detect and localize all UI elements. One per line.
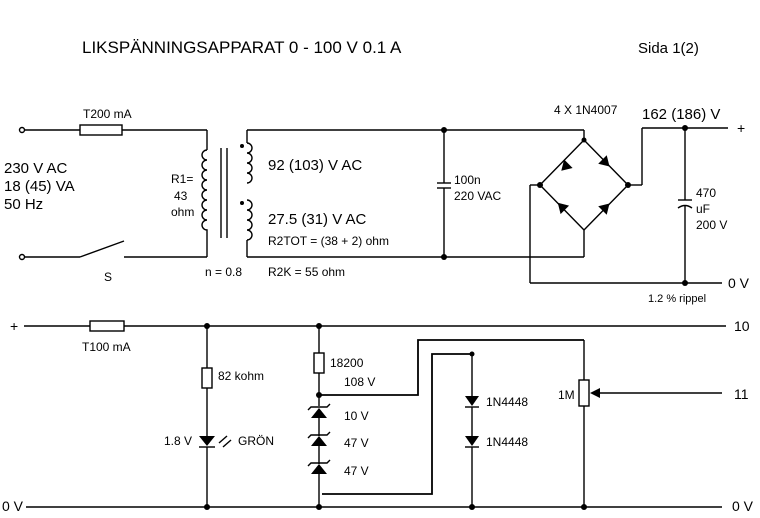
schematic-title: LIKSPÄNNINGSAPPARAT 0 - 100 V 0.1 A [82, 38, 402, 57]
r2k-label: R2K = 55 ohm [268, 265, 345, 279]
reg-plus-terminal: + [10, 318, 18, 334]
led-color-label: GRÖN [238, 434, 274, 448]
fuse-t100-label: T100 mA [82, 340, 131, 354]
cap-470uf-voltage: 200 V [696, 218, 727, 232]
input-frequency-label: 50 Hz [4, 196, 43, 213]
bridge-diode-3 [557, 202, 570, 215]
switch-s-symbol [79, 240, 125, 258]
diode-1n4448-a-symbol [465, 396, 479, 406]
winding-dot-lower [240, 201, 244, 205]
led-green-symbol [199, 436, 215, 446]
winding-dot-upper [240, 144, 244, 148]
led-light-ray-a [218, 435, 228, 444]
zener-10v-label: 10 V [344, 409, 369, 423]
secondary-voltage-lower: 27.5 (31) V AC [268, 211, 367, 228]
node-diode-top [469, 351, 475, 357]
pot-1m-label: 1M [558, 388, 575, 402]
r2tot-label: R2TOT = (38 + 2) ohm [268, 234, 389, 248]
dc-output-voltage: 162 (186) V [642, 106, 720, 123]
cap-470uf-plate-b [677, 204, 693, 209]
zener-47v-b-label: 47 V [344, 464, 369, 478]
fuse-t100-symbol [89, 320, 125, 332]
zener-47v-b-symbol [307, 459, 331, 474]
led-voltage-label: 1.8 V [164, 434, 192, 448]
node-bridge-ac-top [581, 137, 587, 143]
secondary-coil-upper [246, 142, 253, 184]
fuse-t200-label: T200 mA [83, 107, 132, 121]
reg-zero-left: 0 V [2, 498, 24, 514]
primary-coil [201, 149, 208, 236]
pin-11-label: 11 [734, 386, 749, 402]
cap-100n-voltage-label: 220 VAC [454, 189, 501, 203]
input-power-label: 18 (45) VA [4, 178, 75, 195]
mains-terminal-bottom [18, 253, 26, 261]
bridge-diode-2 [598, 155, 610, 167]
diode-1n4448-b-label: 1N4448 [486, 435, 528, 449]
reg-zero-right: 0 V [732, 498, 754, 514]
reference-wire-return [322, 353, 472, 495]
page-number: Sida 1(2) [638, 40, 699, 57]
turns-ratio-label: n = 0.8 [205, 265, 242, 279]
switch-s-label: S [104, 270, 112, 284]
bridge-diode-1 [561, 159, 573, 171]
pin-10-label: 10 [734, 318, 750, 334]
resistor-18200-symbol [313, 352, 325, 374]
ripple-label: 1.2 % rippel [648, 293, 706, 305]
pot-wiper-arrow [590, 388, 600, 398]
fuse-t200-symbol [79, 124, 123, 136]
r1-label-line3: ohm [171, 205, 194, 219]
bridge-diode-4 [598, 203, 610, 215]
mains-terminal-top [18, 126, 26, 134]
bridge-part-label: 4 X 1N4007 [554, 103, 618, 117]
cap-470uf-value: 470 [696, 186, 716, 200]
secondary-coil-lower [246, 199, 253, 241]
cap-100n-label: 100n [454, 173, 481, 187]
dc-plus-terminal: + [737, 120, 745, 136]
pot-1m-symbol [578, 379, 590, 407]
resistor-18200-label: 18200 [330, 356, 364, 370]
r1-label-line2: 43 [174, 189, 188, 203]
led-light-ray-b [222, 439, 232, 448]
zener-47v-a-symbol [307, 431, 331, 446]
diode-1n4448-b-symbol [465, 436, 479, 446]
resistor-82k-label: 82 kohm [218, 369, 264, 383]
bridge-rectifier-outline [539, 138, 629, 232]
diode-1n4448-a-label: 1N4448 [486, 395, 528, 409]
zener-47v-a-label: 47 V [344, 436, 369, 450]
dc-zero-label: 0 V [728, 275, 750, 291]
cap-470uf-unit: uF [696, 202, 710, 216]
r1-label-line1: R1= [171, 172, 193, 186]
secondary-voltage-upper: 92 (103) V AC [268, 157, 362, 174]
resistor-82k-symbol [201, 367, 213, 389]
voltage-108v-label: 108 V [344, 375, 375, 389]
input-voltage-label: 230 V AC [4, 160, 68, 177]
zener-10v-symbol [307, 403, 331, 418]
reference-wire-108v [319, 339, 584, 396]
